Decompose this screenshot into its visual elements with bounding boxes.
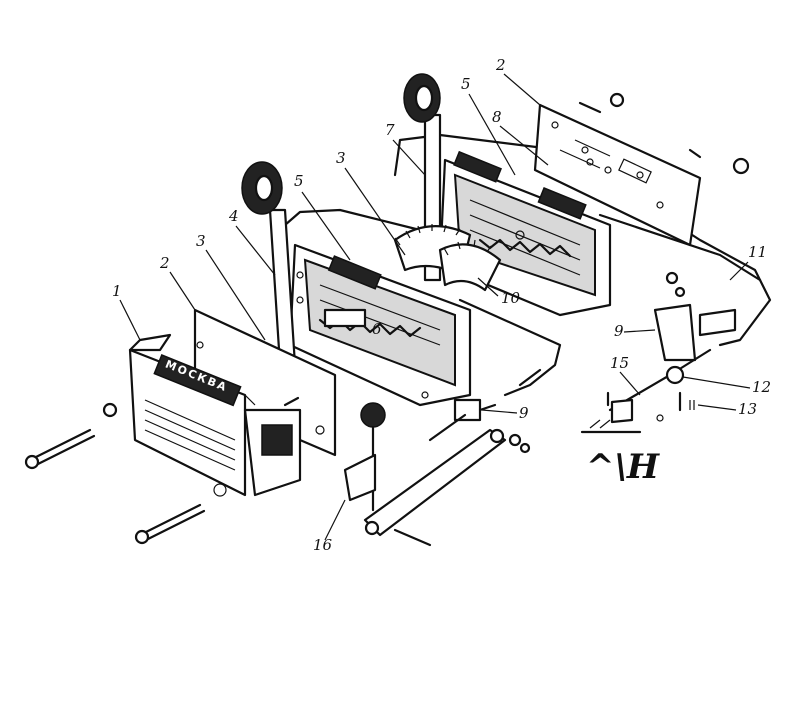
- label-5-middle: 5: [294, 172, 304, 190]
- middle-selector-box: [288, 243, 472, 407]
- label-6: 6: [372, 320, 382, 338]
- label-8: 8: [492, 108, 502, 126]
- link-arm: [363, 428, 531, 547]
- connecting-rods: [283, 133, 772, 397]
- label-3-lower: 3: [196, 232, 206, 250]
- label-9-lower: 9: [519, 404, 529, 422]
- label-2-lower: 2: [159, 254, 170, 272]
- label-15: 15: [610, 354, 629, 372]
- label-4: 4: [228, 207, 239, 225]
- gear-sector-10: [438, 239, 502, 292]
- front-bezel: МОСКВА: [128, 333, 302, 497]
- label-16: 16: [313, 536, 333, 554]
- label-5-upper: 5: [461, 75, 471, 93]
- caption-mark: ^\H: [586, 447, 661, 487]
- label-13: 13: [738, 400, 757, 418]
- label-1: 1: [112, 282, 122, 300]
- cable-assembly: [580, 348, 712, 434]
- left-fasteners: [24, 341, 300, 545]
- linkage-bracket-9-lower: [428, 398, 497, 442]
- label-10: 10: [501, 289, 521, 307]
- label-9-right: 9: [614, 322, 624, 340]
- upper-plate-fasteners: [578, 92, 750, 175]
- linkage-bracket-9-right: [653, 271, 737, 362]
- part-labels: 1 2 3 4 5 6 3 7 5 2 8 10 11 9 9 15 12: [112, 56, 771, 554]
- label-7: 7: [385, 121, 395, 139]
- shift-lever-16: [343, 402, 386, 512]
- label-3-upper: 3: [336, 149, 346, 167]
- upper-mounting-plate: [533, 103, 702, 247]
- label-12: 12: [752, 378, 771, 396]
- label-2-upper: 2: [495, 56, 506, 74]
- middle-lever: [241, 161, 297, 367]
- screw-near-cable: [518, 368, 542, 387]
- label-11: 11: [748, 243, 767, 261]
